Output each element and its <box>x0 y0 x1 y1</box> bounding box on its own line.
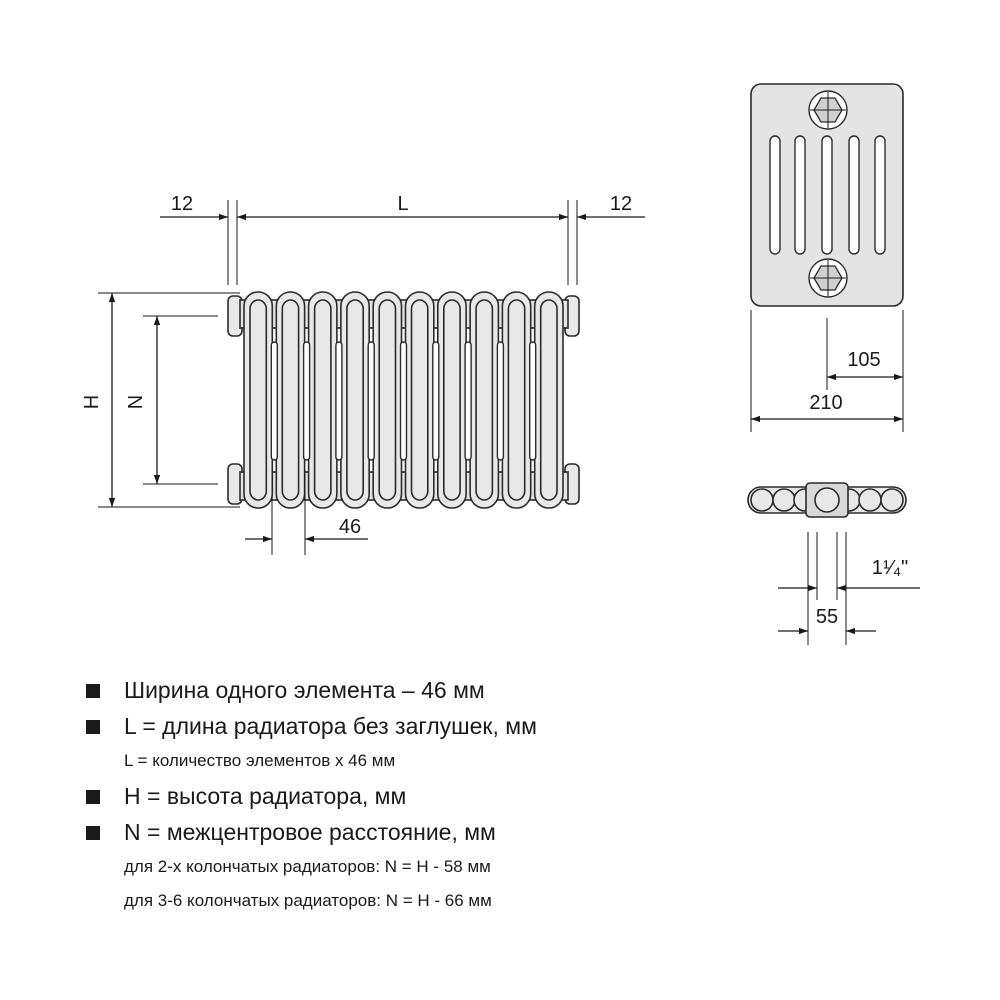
radiator-front-view <box>227 291 580 509</box>
element-gap <box>432 341 440 461</box>
element-column <box>507 299 526 501</box>
column-section <box>772 488 796 512</box>
legend-text: L = длина радиатора без заглушек, мм <box>124 713 537 739</box>
column-slot <box>794 135 806 255</box>
dim-half-depth: 105 <box>847 349 880 371</box>
element-column <box>346 299 364 501</box>
element-gap <box>496 341 505 461</box>
dim-depth: 210 <box>809 392 842 414</box>
element-gap <box>399 341 408 461</box>
top-port-icon <box>808 90 848 130</box>
connection-dimensions: 1¹⁄₄" 55 <box>778 532 920 645</box>
element-gap <box>464 341 472 461</box>
column-slot <box>821 135 833 255</box>
element-column <box>249 299 268 501</box>
legend-item-element-width: Ширина одного элемента – 46 мм <box>86 672 966 708</box>
element-gap <box>529 341 537 461</box>
dim-end-cap-left: 12 <box>171 193 193 215</box>
legend-note-2-column: для 2-х колончатых радиаторов: N = H - 5… <box>124 857 491 876</box>
legend-text: N = межцентровое расстояние, мм <box>124 819 496 845</box>
square-bullet-icon <box>86 790 100 804</box>
legend-item-height: H = высота радиатора, мм <box>86 778 966 814</box>
dim-center-distance: N <box>125 395 147 409</box>
element-gap <box>335 341 343 461</box>
dim-thread: 1¹⁄₄" <box>872 557 908 579</box>
column-slot <box>848 135 860 255</box>
element-column <box>281 299 300 501</box>
top-dimensions: 12 L 12 <box>160 193 645 285</box>
element-column <box>539 299 558 501</box>
legend-text: H = высота радиатора, мм <box>124 783 407 809</box>
legend: Ширина одного элемента – 46 мм L = длина… <box>86 672 966 918</box>
bottom-port-icon <box>808 258 848 298</box>
side-dimensions: H N <box>81 292 240 508</box>
column-section <box>880 488 904 512</box>
legend-note-3-6-column: для 3-6 колончатых радиаторов: N = H - 6… <box>124 891 492 910</box>
column-section <box>750 488 774 512</box>
legend-item-center-distance: N = межцентровое расстояние, мм <box>86 814 966 850</box>
column-section <box>858 488 882 512</box>
radiator-side-view <box>750 83 904 307</box>
element-column <box>378 299 397 501</box>
legend-note-length: L = количество элементов х 46 мм <box>124 751 396 770</box>
legend-item-length: L = длина радиатора без заглушек, мм <box>86 708 966 744</box>
element-gap <box>302 341 311 461</box>
square-bullet-icon <box>86 826 100 840</box>
legend-text: Ширина одного элемента – 46 мм <box>124 677 485 703</box>
column-slot <box>874 135 886 255</box>
technical-drawing: 12 L 12 H N 46 <box>81 83 920 645</box>
element-column <box>410 299 429 501</box>
depth-dimensions: 105 210 <box>750 310 904 432</box>
element-column <box>313 299 332 501</box>
square-bullet-icon <box>86 720 100 734</box>
element-column <box>475 299 494 501</box>
element-width-dimension: 46 <box>245 470 368 555</box>
dim-height: H <box>81 395 103 409</box>
radiator-top-view <box>747 482 907 518</box>
square-bullet-icon <box>86 684 100 698</box>
element-gap <box>270 341 278 461</box>
element-gap <box>367 341 375 461</box>
dim-end-cap-right: 12 <box>610 193 632 215</box>
dim-connection-width: 55 <box>816 606 838 628</box>
column-slot <box>769 135 781 255</box>
dim-length: L <box>397 193 408 215</box>
element-column <box>442 299 461 501</box>
dim-element-width: 46 <box>339 516 361 538</box>
